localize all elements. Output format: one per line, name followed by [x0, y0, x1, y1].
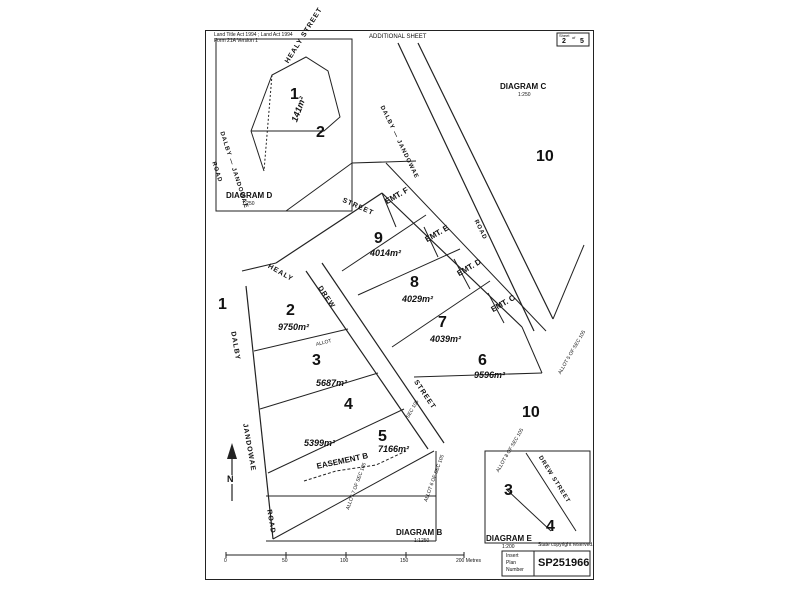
diagram-e-frame: [484, 450, 591, 544]
diagram-e-lot-4-number: 4: [546, 518, 555, 535]
lot-2-3-divider: [253, 328, 349, 352]
scale-tick-150: 150: [400, 558, 409, 564]
diagram-d-lot-1-number: 1: [290, 86, 299, 103]
lot-3-number: 3: [312, 352, 321, 369]
diagram-d-title: DIAGRAM D: [226, 191, 273, 200]
lot-6-number: 6: [478, 352, 487, 369]
plan-label-insert: Insert: [506, 553, 519, 559]
lot-3-area: 5687m²: [316, 378, 348, 388]
diagram-d-dashed-line: [263, 74, 273, 172]
sheet-label: Sheet: [559, 33, 570, 38]
rear-boundary-2: [385, 162, 547, 332]
lot-4-5-divider: [267, 408, 405, 474]
lot-9-number: 9: [374, 230, 383, 247]
easement-b-line: [303, 450, 407, 482]
copyright-note: State copyright reserved.: [538, 542, 594, 548]
scale-tick-0: 0: [224, 558, 227, 564]
lot-5-south: [272, 450, 435, 540]
lot-8-7-divider: [357, 248, 461, 296]
scale-tick-100: 100: [340, 558, 349, 564]
form-version-text: Form 21A Version 1: [214, 38, 258, 44]
lot-10-number: 10: [522, 404, 540, 421]
lot-6-area: 9596m²: [474, 370, 506, 380]
lot-4-number: 4: [344, 396, 353, 413]
north-arrow-head: [227, 443, 237, 459]
diagram-c-road-edge-2: [417, 42, 554, 320]
plan-label-number: Number: [506, 567, 524, 573]
lot-7-area: 4039m²: [430, 334, 462, 344]
divider-main-top: [351, 160, 417, 164]
divider-d-diag: [285, 162, 353, 212]
healy-street-line: [275, 192, 383, 264]
lot-8-area: 4029m²: [402, 294, 434, 304]
sheet-number-frame: [556, 32, 590, 47]
plan-number: SP251966: [538, 557, 590, 569]
sheet-title: ADDITIONAL SHEET: [369, 34, 427, 40]
drew-street-edge-2: [321, 262, 445, 444]
lot-7-6-divider: [391, 280, 491, 348]
lot-5-number: 5: [378, 428, 387, 445]
lot-8-number: 8: [410, 274, 419, 291]
lot-1-number: 1: [218, 296, 227, 313]
lot-9-8-divider: [341, 214, 427, 272]
diagram-c-title: DIAGRAM C: [500, 82, 547, 91]
healy-frontage: [241, 262, 277, 272]
diagram-d-road-line: [250, 130, 265, 172]
lot-4-area: 5399m²: [304, 438, 336, 448]
diagram-e-road: [525, 452, 577, 532]
emt-e-line: [423, 226, 439, 258]
rear-boundary: [381, 192, 523, 328]
emt-c-line: [487, 292, 505, 324]
diagram-b-scale: 1:1250: [414, 538, 430, 544]
lot-6-south: [413, 372, 543, 378]
lot-7-number: 7: [438, 314, 447, 331]
north-label: N: [227, 474, 234, 484]
diagram-e-lot-divider: [505, 488, 552, 532]
plan-sheet: Land Title Act 1994 ; Land Act 1994 Form…: [205, 6, 594, 580]
diagram-c-boundary: [552, 244, 585, 320]
diagram-e-lot-3-number: 3: [504, 482, 513, 499]
lot-5-area: 7166m²: [378, 444, 410, 454]
lot-2-area: 9750m²: [278, 322, 310, 332]
sheet-number: 2: [562, 38, 566, 45]
dalby-road-frontage: [245, 285, 274, 540]
land-title-text: Land Title Act 1994 ; Land Act 1994: [214, 32, 293, 38]
lot-9-area: 4014m²: [370, 248, 402, 258]
drew-street-edge-1: [305, 270, 429, 450]
diagram-c-lot-10-number: 10: [536, 148, 554, 165]
scale-tick-200: 200 Metres: [456, 558, 482, 564]
diagram-d-lot-2-number: 2: [316, 124, 325, 141]
diagram-e-scale: 1:200: [502, 544, 515, 550]
lot-3-4-divider: [259, 372, 379, 410]
diagram-c-scale: 1:250: [518, 92, 531, 98]
survey-linework: [215, 32, 591, 577]
diagram-e-title: DIAGRAM E: [486, 534, 532, 543]
diagram-d-scale: 1:250: [242, 201, 255, 207]
sheet-total: 5: [580, 38, 584, 45]
plan-label-plan: Plan: [506, 560, 517, 566]
diagram-b-title: DIAGRAM B: [396, 528, 443, 537]
lot-6-rear: [521, 326, 543, 374]
diagram-c-road-edge-1: [397, 42, 535, 332]
scale-tick-50: 50: [282, 558, 288, 564]
plan-number-frame: [501, 550, 591, 577]
lot-2-number: 2: [286, 302, 295, 319]
emt-d-line: [453, 258, 471, 290]
sheet-of: of: [572, 35, 576, 40]
emt-f-line: [381, 192, 397, 228]
